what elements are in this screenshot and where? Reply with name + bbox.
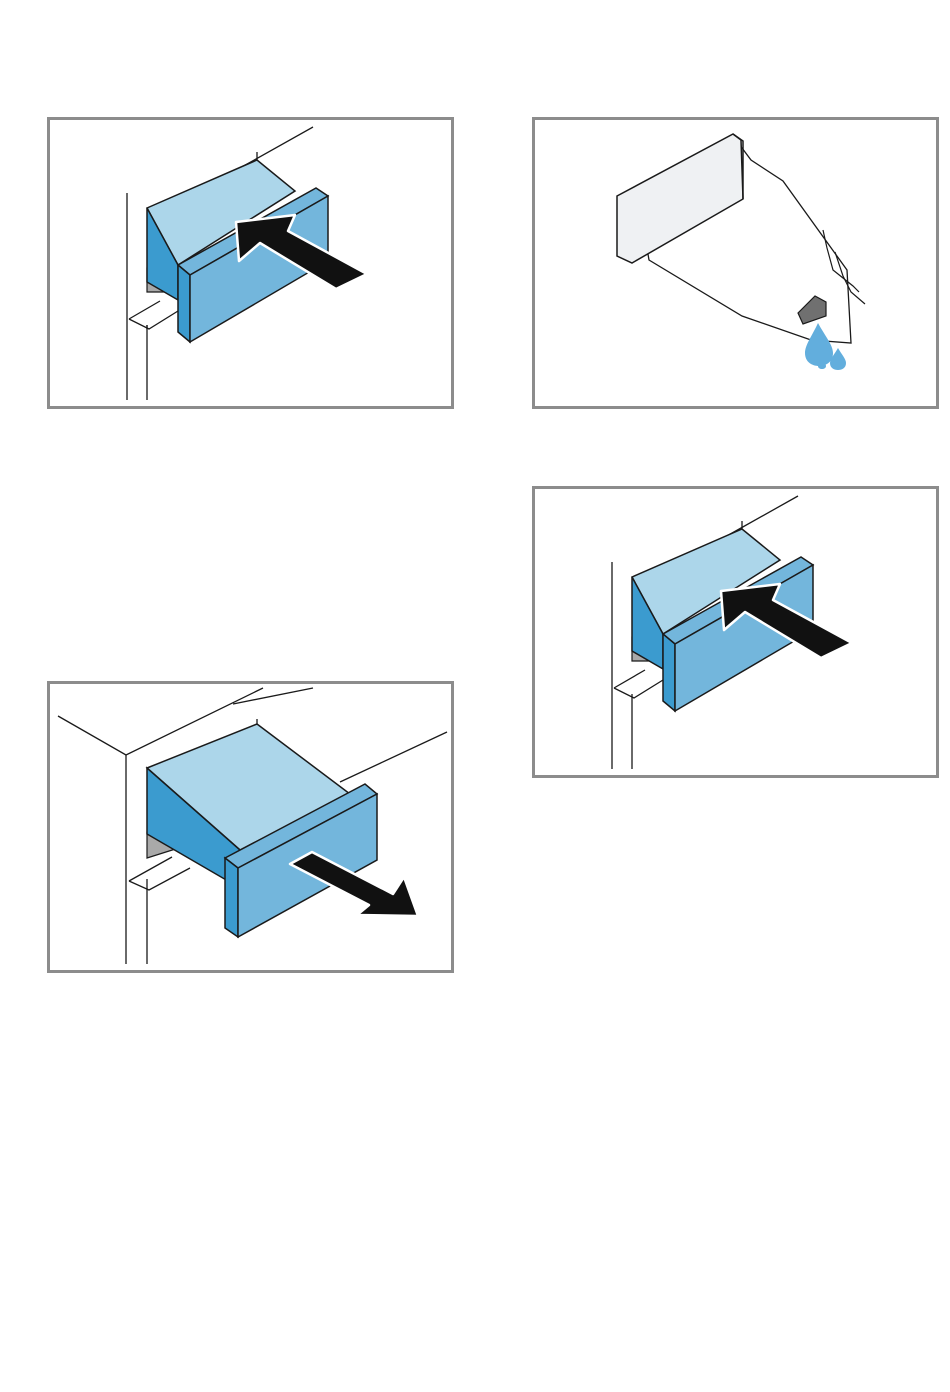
pull-drawer-out-illustration <box>50 684 451 970</box>
siphon-drip-illustration <box>535 120 936 406</box>
illustration-panel-siphon-drip <box>532 117 939 409</box>
push-drawer-in-again-illustration <box>535 489 936 775</box>
illustration-panel-pull-drawer-out <box>47 681 454 973</box>
illustration-panel-push-drawer-in <box>47 117 454 409</box>
drawer-front-side <box>225 858 238 937</box>
push-drawer-in-illustration <box>50 120 451 406</box>
illustration-panel-push-drawer-in-again <box>532 486 939 778</box>
drawer-front-side <box>663 634 675 711</box>
drawer-front-side <box>178 265 190 342</box>
